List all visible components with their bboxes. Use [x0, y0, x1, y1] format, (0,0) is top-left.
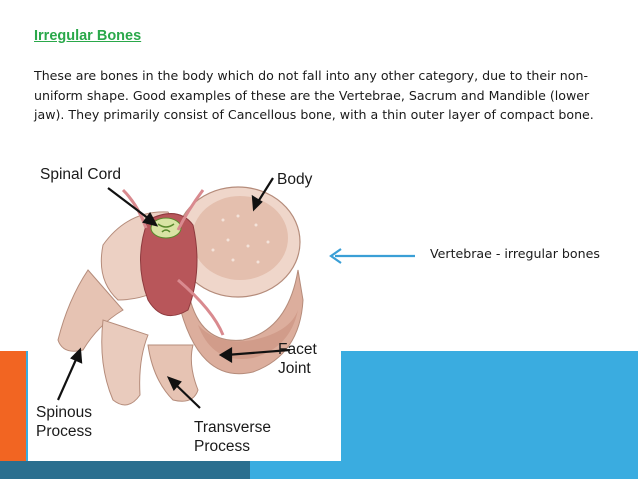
label-spinal-cord: Spinal Cord [40, 166, 121, 183]
label-transverse-process: Transverse Process [194, 419, 271, 455]
label-body: Body [277, 171, 313, 188]
vertebra-figure: Spinal Cord Body Facet Joint Spinous Pro… [28, 150, 341, 461]
vertebra-illustration [56, 177, 304, 409]
footer-band-orange [0, 351, 26, 479]
label-facet-joint: Facet Joint [278, 341, 317, 377]
footer-band-dark [0, 461, 250, 479]
slide-title: Irregular Bones [34, 28, 142, 44]
label-spinous-process: Spinous Process [36, 404, 93, 440]
left-arrow-icon [329, 248, 415, 264]
figure-caption: Vertebrae - irregular bones [430, 246, 600, 261]
body-paragraph: These are bones in the body which do not… [34, 68, 594, 122]
